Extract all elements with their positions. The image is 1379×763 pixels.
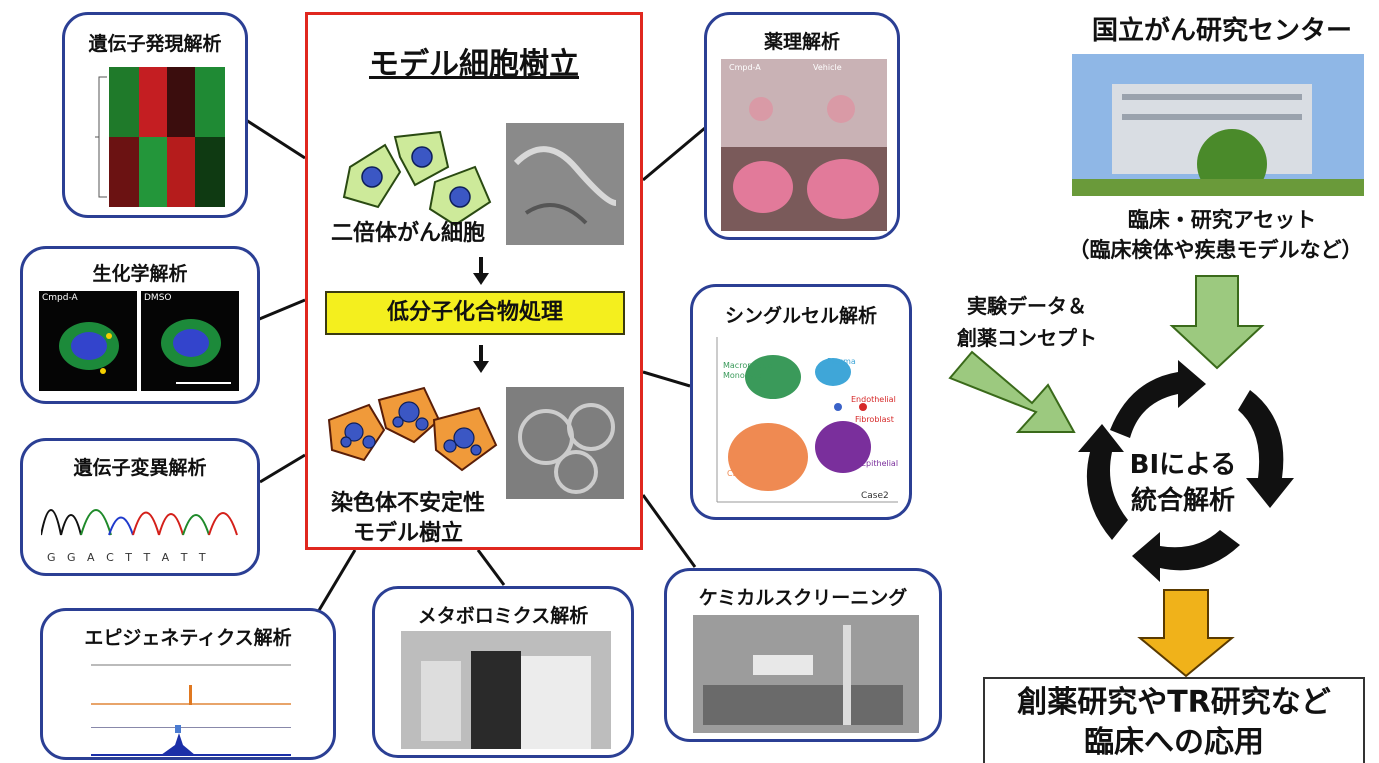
epigenetics-track-image [91,664,291,756]
heatmap-image [95,67,225,207]
panel-label: DMSO [144,293,172,303]
cluster-label: Fibroblast [855,415,894,424]
pharmacology-card: 薬理解析 Cmpd-A Vehicle [704,12,900,240]
hospital-photo [1072,54,1364,196]
treatment-label: 低分子化合物処理 [325,291,625,335]
cluster-label: CD8+ [727,469,751,478]
model-cell-box: モデル細胞樹立 二倍体がん細胞 低分子化合物処理 [305,12,643,550]
biochem-panel-right: DMSO [141,291,239,391]
cycle-line1: BIによる [1129,450,1237,480]
down-arrow-icon [473,345,489,373]
experiment-line1: 実験データ＆ [967,294,1087,318]
gene-mutation-card: 遺伝子変異解析 G G A C T T A T T [20,438,260,576]
application-box: 創薬研究やTR研究など 臨床への応用 [983,677,1365,763]
card-title: ケミカルスクリーニング [698,587,908,609]
unstable-cells-icon [327,386,498,472]
panel-label: Cmpd-A [729,63,761,72]
cycle-line2: 統合解析 [1130,486,1235,516]
card-title: 生化学解析 [92,263,188,285]
diploid-cells-icon [342,130,492,227]
cin-label-line2: モデル樹立 [352,521,463,546]
screening-robot-photo [693,615,919,733]
card-title: 遺伝子変異解析 [73,457,207,479]
assets-line1: 臨床・研究アセット [1127,208,1317,232]
assets-line2: （臨床検体や疾患モデルなど） [1068,238,1363,262]
card-title: シングルセル解析 [724,305,877,327]
cluster-label: Monocyte [723,371,762,380]
single-cell-card: シングルセル解析 Macrophage Monocyte Plasma Endo… [690,284,912,520]
panel-label: Vehicle [813,63,842,72]
card-title: 薬理解析 [763,31,840,53]
unstable-cell-micrograph [506,387,624,499]
experiment-line2: 創薬コンセプト [957,326,1097,350]
sequence-text: G G A C T T A T T [47,551,210,564]
gene-expression-card: 遺伝子発現解析 [62,12,248,218]
biochemistry-card: 生化学解析 Cmpd-A DMSO [20,246,260,404]
diploid-label: 二倍体がん細胞 [330,221,485,246]
cluster-label: Endothelial [851,395,896,404]
cluster-label: Macrophage [723,361,773,370]
output-line2: 臨床への応用 [1084,725,1264,760]
panel-label: Cmpd-A [42,293,78,303]
tsne-plot-image [716,337,898,503]
instrument-photo [401,631,611,749]
chromatogram-image [41,509,238,536]
chemical-screening-card: ケミカルスクリーニング [664,568,942,742]
output-line1: 創薬研究やTR研究など [1017,685,1331,720]
down-arrow-icon [473,257,489,285]
metabolomics-card: メタボロミクス解析 [372,586,634,758]
biochem-panel-left: Cmpd-A [39,291,137,391]
case-label: Case2 [861,491,889,501]
epigenetics-card: エピジェネティクス解析 [40,608,336,760]
cin-label-line1: 染色体不安定性 [330,491,485,516]
card-title: メタボロミクス解析 [417,605,589,627]
cluster-label: Plasma [827,357,856,366]
card-title: エピジェネティクス解析 [84,627,292,649]
card-title: 遺伝子発現解析 [88,33,222,55]
diploid-cell-micrograph [506,123,624,245]
cluster-label: Epithelial [861,459,899,468]
center-name: 国立がん研究センター [1091,16,1352,46]
model-title: モデル細胞樹立 [369,47,579,82]
mouse-tumor-photo: Cmpd-A Vehicle [721,59,887,231]
